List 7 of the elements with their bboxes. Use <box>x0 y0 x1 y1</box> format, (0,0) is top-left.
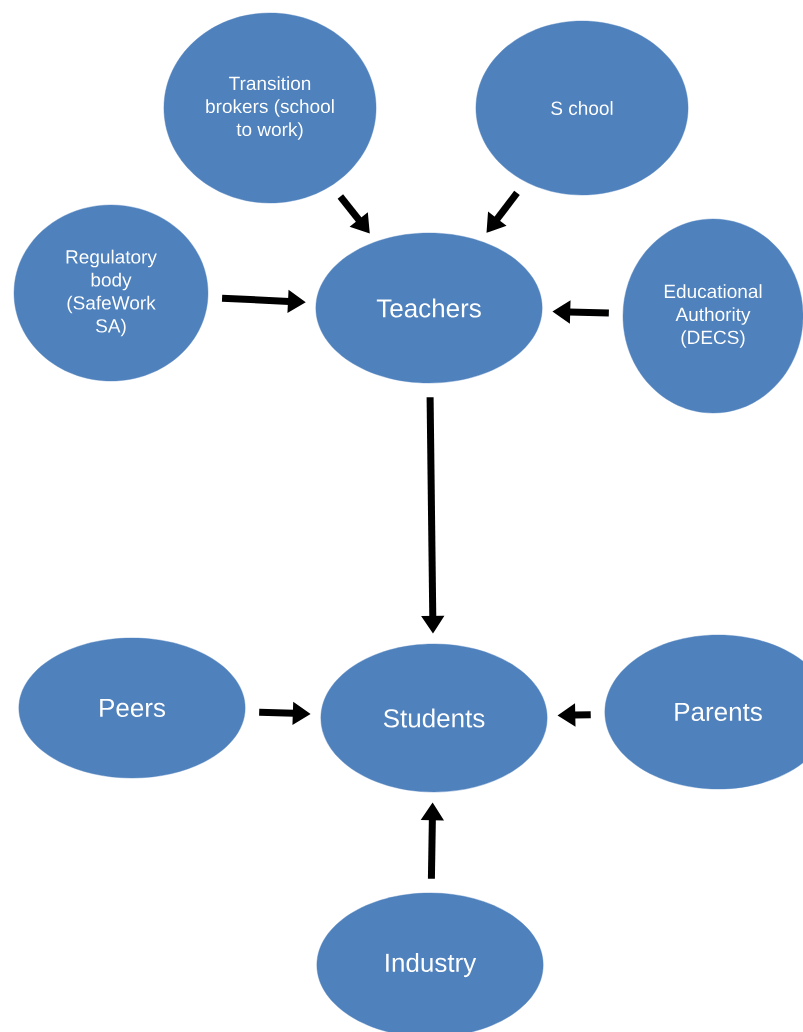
ellipse-node: Peers <box>18 637 246 779</box>
ellipse-node: Regulatory body (SafeWork SA) <box>13 204 209 382</box>
ellipse-node: Industry <box>316 892 544 1032</box>
ellipse-node: Students <box>320 643 548 793</box>
ellipse-node: Transition brokers (school to work) <box>163 12 377 204</box>
ellipse-node: Teachers <box>315 232 543 384</box>
ellipse-node: S chool <box>475 20 689 196</box>
